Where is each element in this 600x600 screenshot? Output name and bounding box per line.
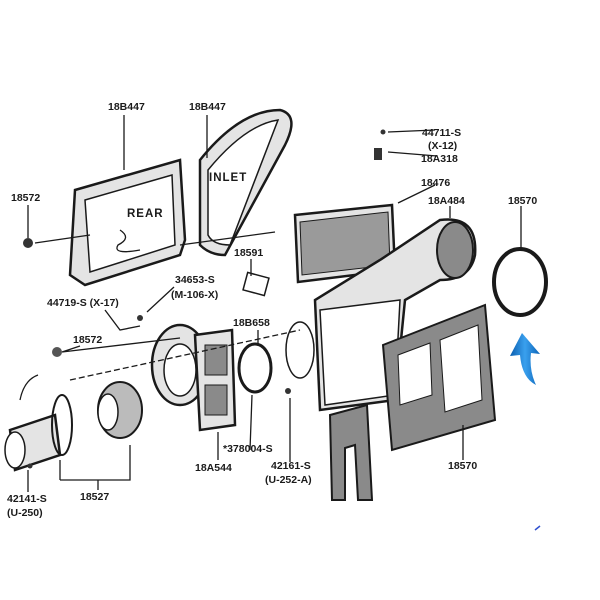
screw-icon [137,315,143,321]
label-inlet-housing: 18B447 [189,101,226,113]
label-screw-42161-code: (U-252-A) [265,474,312,486]
blower-wheel [97,381,143,439]
nut-icon [23,238,33,248]
up-arrow-icon [510,333,540,385]
resistor [242,271,270,297]
heater-case [285,218,477,412]
label-core: 18476 [421,177,450,189]
label-screw-44719: 44719-S (X-17) [47,297,119,309]
screw-icon [380,129,386,135]
seal-ring [492,247,548,317]
gasket [328,303,497,501]
label-screw-42141: 42141-S [7,493,47,505]
label-rear-housing: 18B447 [108,101,145,113]
label-seal-ring: 18570 [508,195,537,207]
label-motor-wheel: 18527 [80,491,109,503]
label-screw-34653-code: (M-106-X) [171,289,218,301]
label-screw-378004: *378004-S [223,443,273,455]
screw-icon [27,463,33,469]
label-screw-42141-code: (U-250) [7,507,43,519]
inlet-housing [198,108,293,257]
nut-icon [52,347,62,357]
label-inlet-text: INLET [209,172,247,184]
blower-housing [150,323,237,432]
screw-icon [285,388,291,394]
label-screw-top-code: (X-12) [428,140,457,152]
label-blower-housing: 18A544 [195,462,232,474]
heater-core [293,203,397,284]
label-rear-text: REAR [127,208,164,220]
rear-housing [68,158,187,287]
label-screw-42161: 42161-S [271,460,311,472]
valve-icon [374,148,382,160]
label-nut-left: 18572 [11,192,40,204]
ring [237,342,273,394]
leader-lines [27,115,522,492]
label-case: 18A484 [428,195,465,207]
pen-mark [534,525,541,531]
label-ring: 18B658 [233,317,270,329]
label-screw-34653: 34653-S [175,274,215,286]
blower-motor [4,374,73,472]
label-valve: 18A318 [421,153,458,165]
label-screw-top: 44711-S [422,127,461,139]
label-nut-lower: 18572 [73,334,102,346]
label-gasket: 18570 [448,460,477,472]
label-resistor: 18591 [234,247,263,259]
